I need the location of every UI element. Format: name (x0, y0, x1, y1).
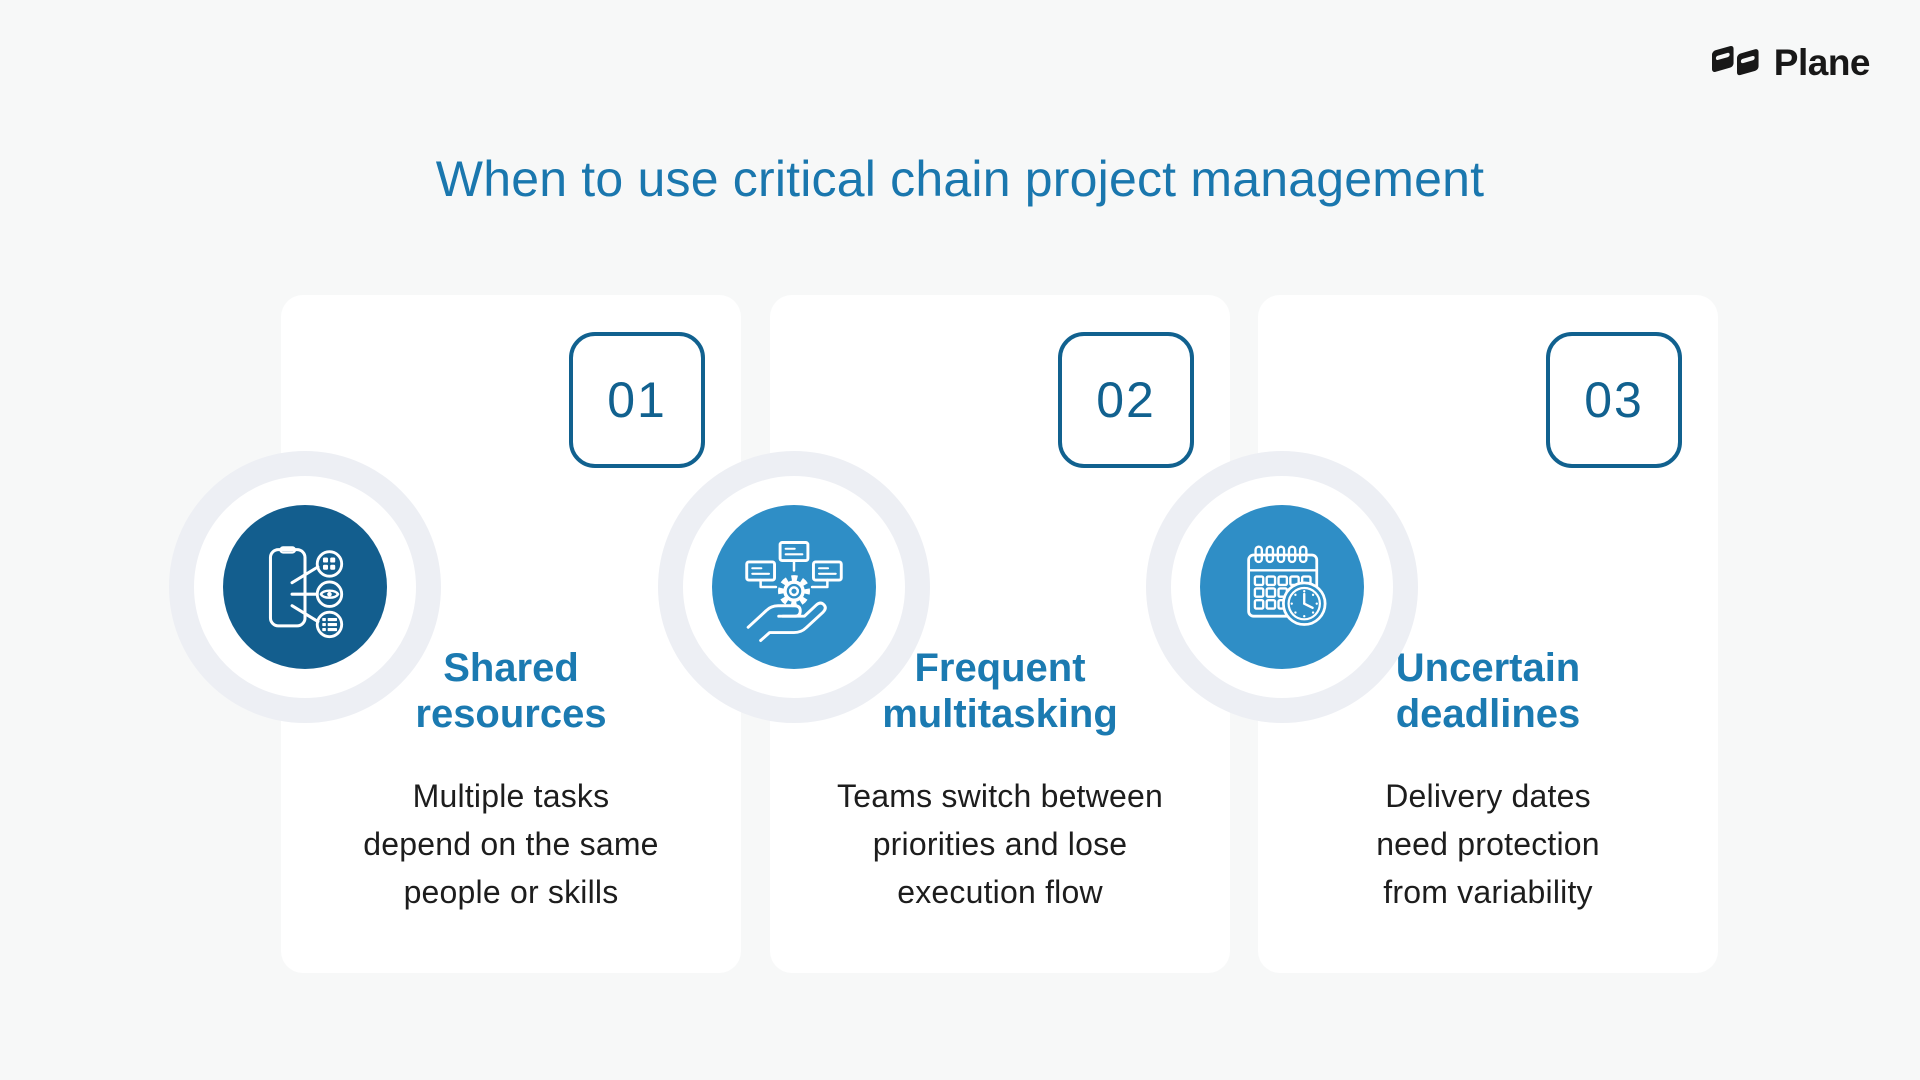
description-line: execution flow (897, 874, 1103, 910)
card-heading: Shared resources (281, 645, 741, 737)
page-title: When to use critical chain project manag… (435, 151, 1485, 207)
step-number-badge: 01 (569, 332, 705, 468)
description-line: need protection (1376, 826, 1600, 862)
heading-line: Uncertain (1395, 646, 1581, 690)
icon-circle (223, 505, 387, 669)
plane-logomark-icon (1711, 45, 1759, 76)
card-description: Multiple tasks depend on the same people… (281, 772, 741, 916)
heading-line: Shared (443, 646, 579, 690)
step-number-badge: 02 (1058, 332, 1194, 468)
description-line: Teams switch between (837, 778, 1163, 814)
heading-line: resources (415, 692, 607, 736)
step-number-badge: 03 (1546, 332, 1682, 468)
description-line: people or skills (403, 874, 619, 910)
plane-logo: Plane (1710, 38, 1871, 88)
description-line: Multiple tasks (412, 778, 610, 814)
card-description: Delivery dates need protection from vari… (1258, 772, 1718, 916)
description-line: Delivery dates (1385, 778, 1591, 814)
description-line: from variability (1383, 874, 1593, 910)
icon-circle (1200, 505, 1364, 669)
step-number: 01 (607, 372, 667, 428)
card-frequent-multitasking: 02 (658, 295, 1230, 973)
step-number: 02 (1096, 372, 1156, 428)
card-heading: Uncertain deadlines (1258, 645, 1718, 737)
card-description: Teams switch between priorities and lose… (770, 772, 1230, 916)
step-number: 03 (1584, 372, 1644, 428)
heading-line: Frequent (914, 646, 1086, 690)
phone-apps-share-icon (268, 546, 344, 639)
heading-line: deadlines (1395, 692, 1581, 736)
hand-gear-tasks-icon (745, 541, 843, 642)
card-uncertain-deadlines: 03 (1146, 295, 1718, 973)
icon-circle (712, 505, 876, 669)
card-heading: Frequent multitasking (770, 645, 1230, 737)
description-line: priorities and lose (872, 826, 1128, 862)
calendar-clock-icon (1247, 545, 1327, 626)
description-line: depend on the same (363, 826, 659, 862)
plane-logo-text: Plane (1773, 42, 1871, 83)
heading-line: multitasking (882, 692, 1118, 736)
